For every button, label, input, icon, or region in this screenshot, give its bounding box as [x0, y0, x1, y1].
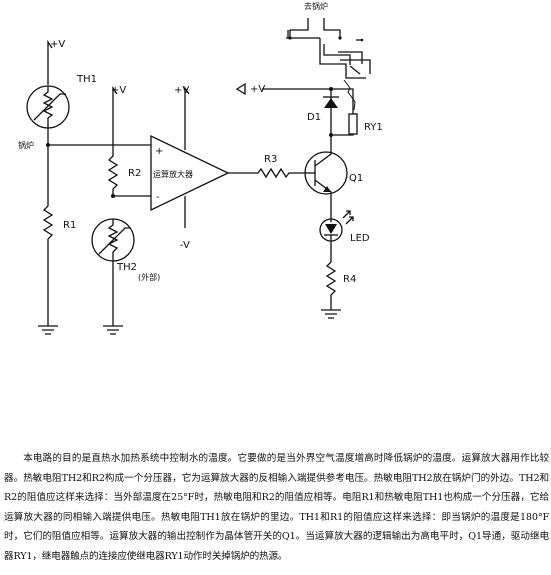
r3-base-resistor: R3 [228, 154, 306, 179]
label-led: LED [350, 233, 370, 244]
th2-r2-divider: +V R2 TH2 (外部) [91, 85, 160, 335]
relay-driver: +V D1 RY1 [235, 82, 383, 137]
q1-transistor: Q1 [304, 135, 363, 212]
label-th2-supply: +V [111, 85, 126, 96]
label-opamp-supply: +V [174, 85, 189, 96]
label-r3: R3 [264, 154, 277, 165]
circuit-schematic: 去锅炉 +V TH1 锅炉 R1 +V R2 [18, 1, 383, 335]
label-r2: R2 [128, 168, 141, 179]
label-th2-note: (外部) [138, 272, 160, 282]
circuit-description: 本电路的目的是直热水加热系统中控制水的温度。它要做的是当外界空气温度增高时降低锅… [4, 453, 549, 562]
label-opamp-minus: - [156, 192, 160, 203]
th1-r1-divider: +V TH1 锅炉 R1 [18, 39, 97, 335]
label-th2: TH2 [116, 262, 137, 273]
label-th1-note: 锅炉 [18, 140, 34, 150]
label-th1-supply: +V [50, 39, 65, 50]
ry1-coil [348, 113, 358, 135]
label-r4: R4 [343, 274, 356, 285]
opamp-comparator: + - 运算放大器 +V -V [48, 85, 230, 251]
label-ry1: RY1 [364, 122, 383, 133]
label-th1: TH1 [76, 74, 97, 85]
label-relay-supply: +V [250, 84, 265, 95]
relay-contacts: 去锅炉 [286, 1, 371, 111]
led-indicator: LED R4 [319, 210, 370, 319]
label-q1: Q1 [349, 173, 363, 184]
opamp-symbol [150, 134, 230, 212]
label-opamp: 运算放大器 [153, 169, 193, 179]
label-to-boiler: 去锅炉 [304, 1, 328, 11]
label-opamp-negative-supply: -V [180, 240, 190, 251]
label-opamp-plus: + [155, 146, 163, 157]
label-r1: R1 [63, 220, 76, 231]
q1-symbol [304, 151, 348, 195]
label-d1: D1 [307, 112, 321, 123]
